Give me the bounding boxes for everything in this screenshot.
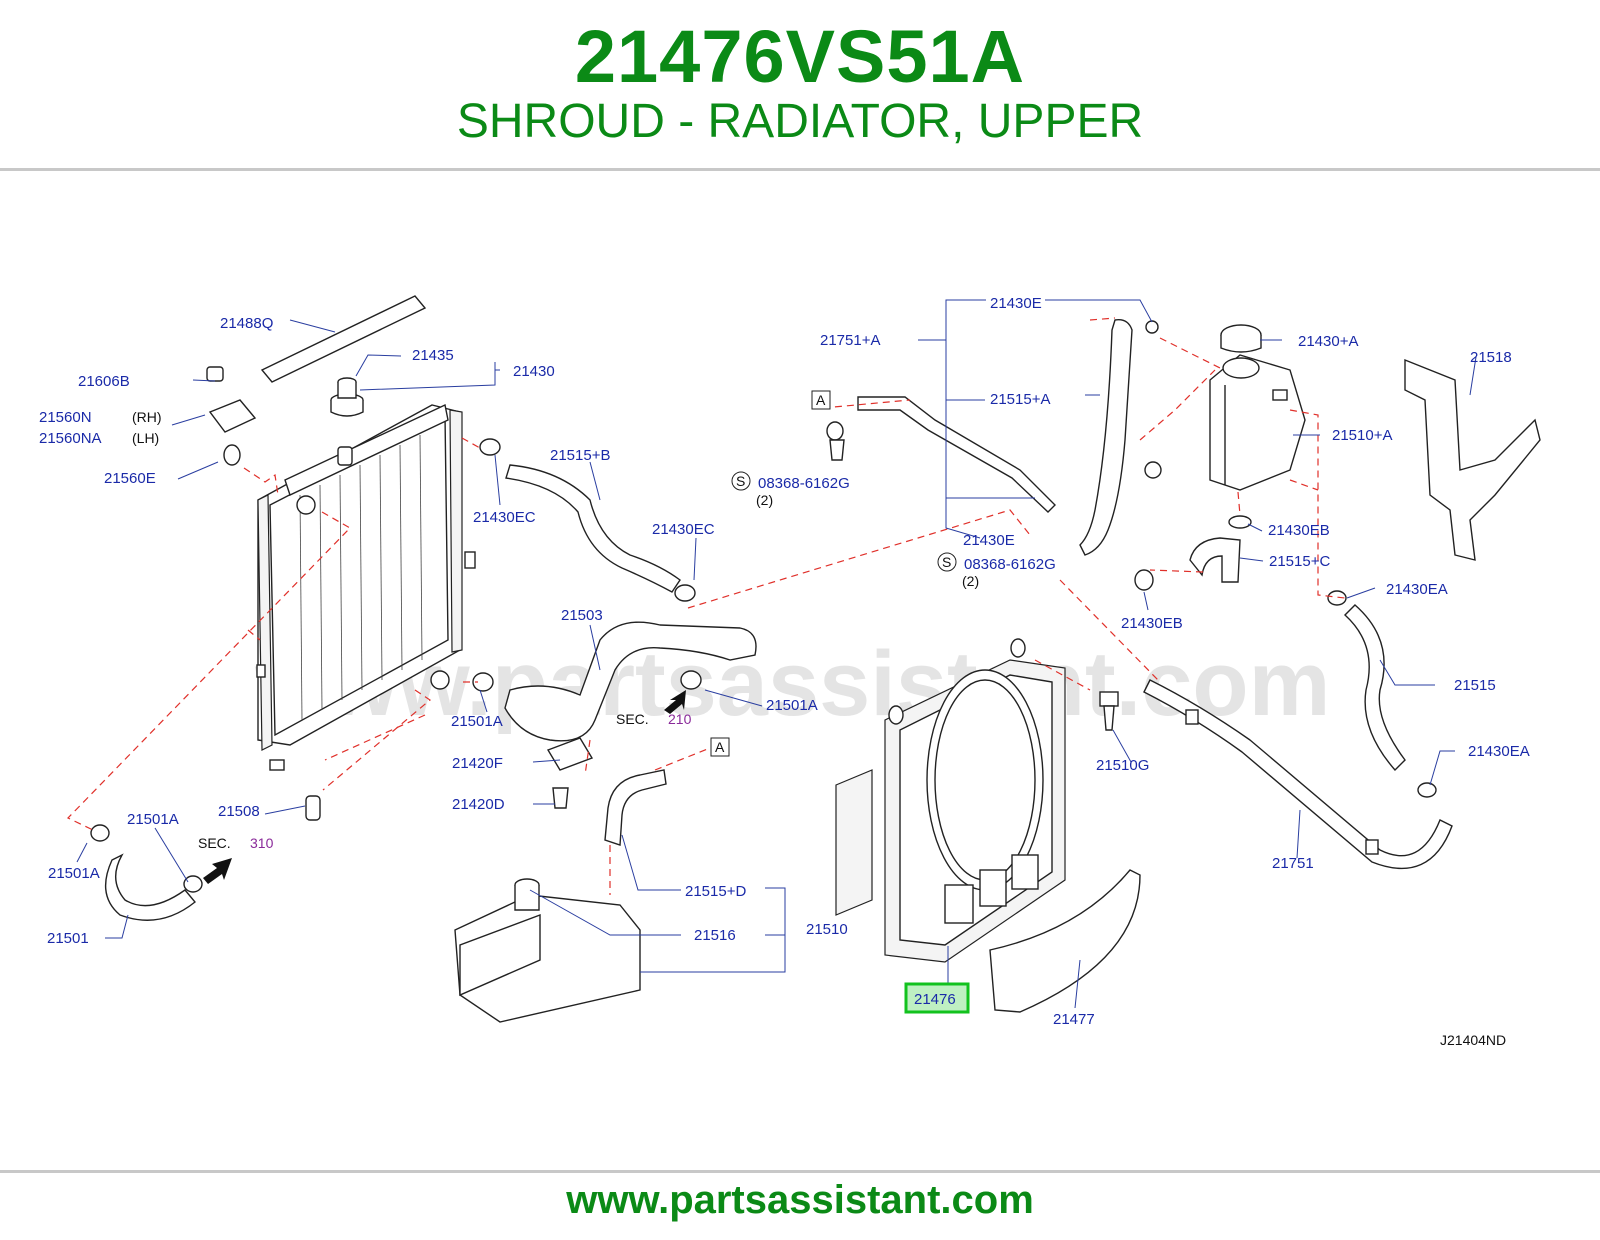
hose-a-illustration <box>1079 319 1133 556</box>
label-21518: 21518 <box>1470 349 1512 366</box>
label-21560N: 21560N <box>39 409 92 426</box>
reservoir-tank-illustration <box>454 878 641 1023</box>
water-pipe-illustration <box>1143 679 1453 870</box>
divider-bottom <box>0 1170 1600 1173</box>
lower-shroud-illustration <box>989 869 1141 1013</box>
label-21430E-2: 21430E <box>963 532 1015 549</box>
label-21751: 21751 <box>1272 855 1314 872</box>
label-21435: 21435 <box>412 347 454 364</box>
label-sec-210: SEC. <box>616 711 649 727</box>
label-21515A: 21515+A <box>990 391 1050 408</box>
label-21430E-1: 21430E <box>990 295 1042 312</box>
label-s-1: S <box>736 473 745 489</box>
divider-top <box>0 168 1600 171</box>
label-21508: 21508 <box>218 803 260 820</box>
shroud-illustration <box>835 638 1066 963</box>
label-lh: (LH) <box>132 430 159 446</box>
label-21430EB-2: 21430EB <box>1121 615 1183 632</box>
label-21515D: 21515+D <box>685 883 746 900</box>
label-21501A-2: 21501A <box>451 713 503 730</box>
seal-strip-illustration <box>260 295 427 383</box>
label-21420D: 21420D <box>452 796 505 813</box>
label-21515: 21515 <box>1454 677 1496 694</box>
reservoir-hose-illustration <box>604 769 667 846</box>
leader-lines <box>76 299 1477 1009</box>
label-21510: 21510 <box>806 921 848 938</box>
footer-url[interactable]: www.partsassistant.com <box>566 1178 1034 1222</box>
label-s-2: S <box>942 554 951 570</box>
label-ref-a-1: A <box>816 392 826 408</box>
radiator-cap-illustration <box>330 377 364 417</box>
label-08368-2: 08368-6162G <box>964 556 1056 573</box>
diagram-code: J21404ND <box>1440 1032 1506 1048</box>
tank-bracket-illustration <box>1404 358 1541 561</box>
label-21420F: 21420F <box>452 755 503 772</box>
highlight-box <box>904 982 970 1014</box>
mount-bracket-illustration <box>208 399 257 433</box>
label-21501A-4: 21501A <box>48 865 100 882</box>
label-21503: 21503 <box>561 607 603 624</box>
label-21501A-1: 21501A <box>766 697 818 714</box>
hose-illustration <box>1343 604 1406 772</box>
label-21515B: 21515+B <box>550 447 610 464</box>
label-qty-2: (2) <box>962 573 979 589</box>
ref-a-box-2 <box>710 737 730 757</box>
part-description: SHROUD - RADIATOR, UPPER <box>456 95 1144 148</box>
label-21476: 21476 <box>914 991 956 1008</box>
s-circle-2 <box>937 552 957 572</box>
label-21560NA: 21560NA <box>39 430 102 447</box>
water-pipe-a-illustration <box>857 396 1056 513</box>
label-21430EA-1: 21430EA <box>1386 581 1448 598</box>
label-21477: 21477 <box>1053 1011 1095 1028</box>
ref-a-box-1 <box>811 390 831 410</box>
upper-hose-illustration <box>505 464 681 593</box>
sec-310-arrow-icon <box>203 858 232 884</box>
label-21430EA-2: 21430EA <box>1468 743 1530 760</box>
sec-210-arrow-icon <box>664 690 686 714</box>
label-21751A: 21751+A <box>820 332 880 349</box>
label-21515C: 21515+C <box>1269 553 1330 570</box>
label-ref-a-2: A <box>715 739 725 755</box>
label-21560E: 21560E <box>104 470 156 487</box>
hose-bracket-illustration <box>546 737 594 771</box>
label-21488Q: 21488Q <box>220 315 273 332</box>
label-21510G: 21510G <box>1096 757 1149 774</box>
label-sec-310: SEC. <box>198 835 231 851</box>
header: 21476VS51A SHROUD - RADIATOR, UPPER <box>0 0 1600 168</box>
connection-lines <box>66 317 1346 895</box>
label-sec-310-num: 310 <box>250 835 274 851</box>
label-21430EC-2: 21430EC <box>652 521 715 538</box>
bottom-hose-illustration <box>104 853 196 921</box>
label-sec-210-num: 210 <box>668 711 692 727</box>
label-qty-1: (2) <box>756 492 773 508</box>
hose-c-illustration <box>1189 537 1241 583</box>
label-21430EC-1: 21430EC <box>473 509 536 526</box>
s-circle-1 <box>731 471 751 491</box>
label-21430: 21430 <box>513 363 555 380</box>
label-21606B: 21606B <box>78 373 130 390</box>
label-21501A-3: 21501A <box>127 811 179 828</box>
lower-hose-illustration <box>504 621 757 742</box>
label-21430EB-1: 21430EB <box>1268 522 1330 539</box>
label-21501: 21501 <box>47 930 89 947</box>
radiator-illustration <box>256 403 476 771</box>
label-rh: (RH) <box>132 409 162 425</box>
bolt-illustration <box>1099 691 1119 731</box>
label-21510A: 21510+A <box>1332 427 1392 444</box>
label-08368-1: 08368-6162G <box>758 475 850 492</box>
expansion-tank-illustration <box>1209 324 1306 491</box>
part-number: 21476VS51A <box>574 15 1026 98</box>
label-21516: 21516 <box>694 927 736 944</box>
label-21430A: 21430+A <box>1298 333 1358 350</box>
